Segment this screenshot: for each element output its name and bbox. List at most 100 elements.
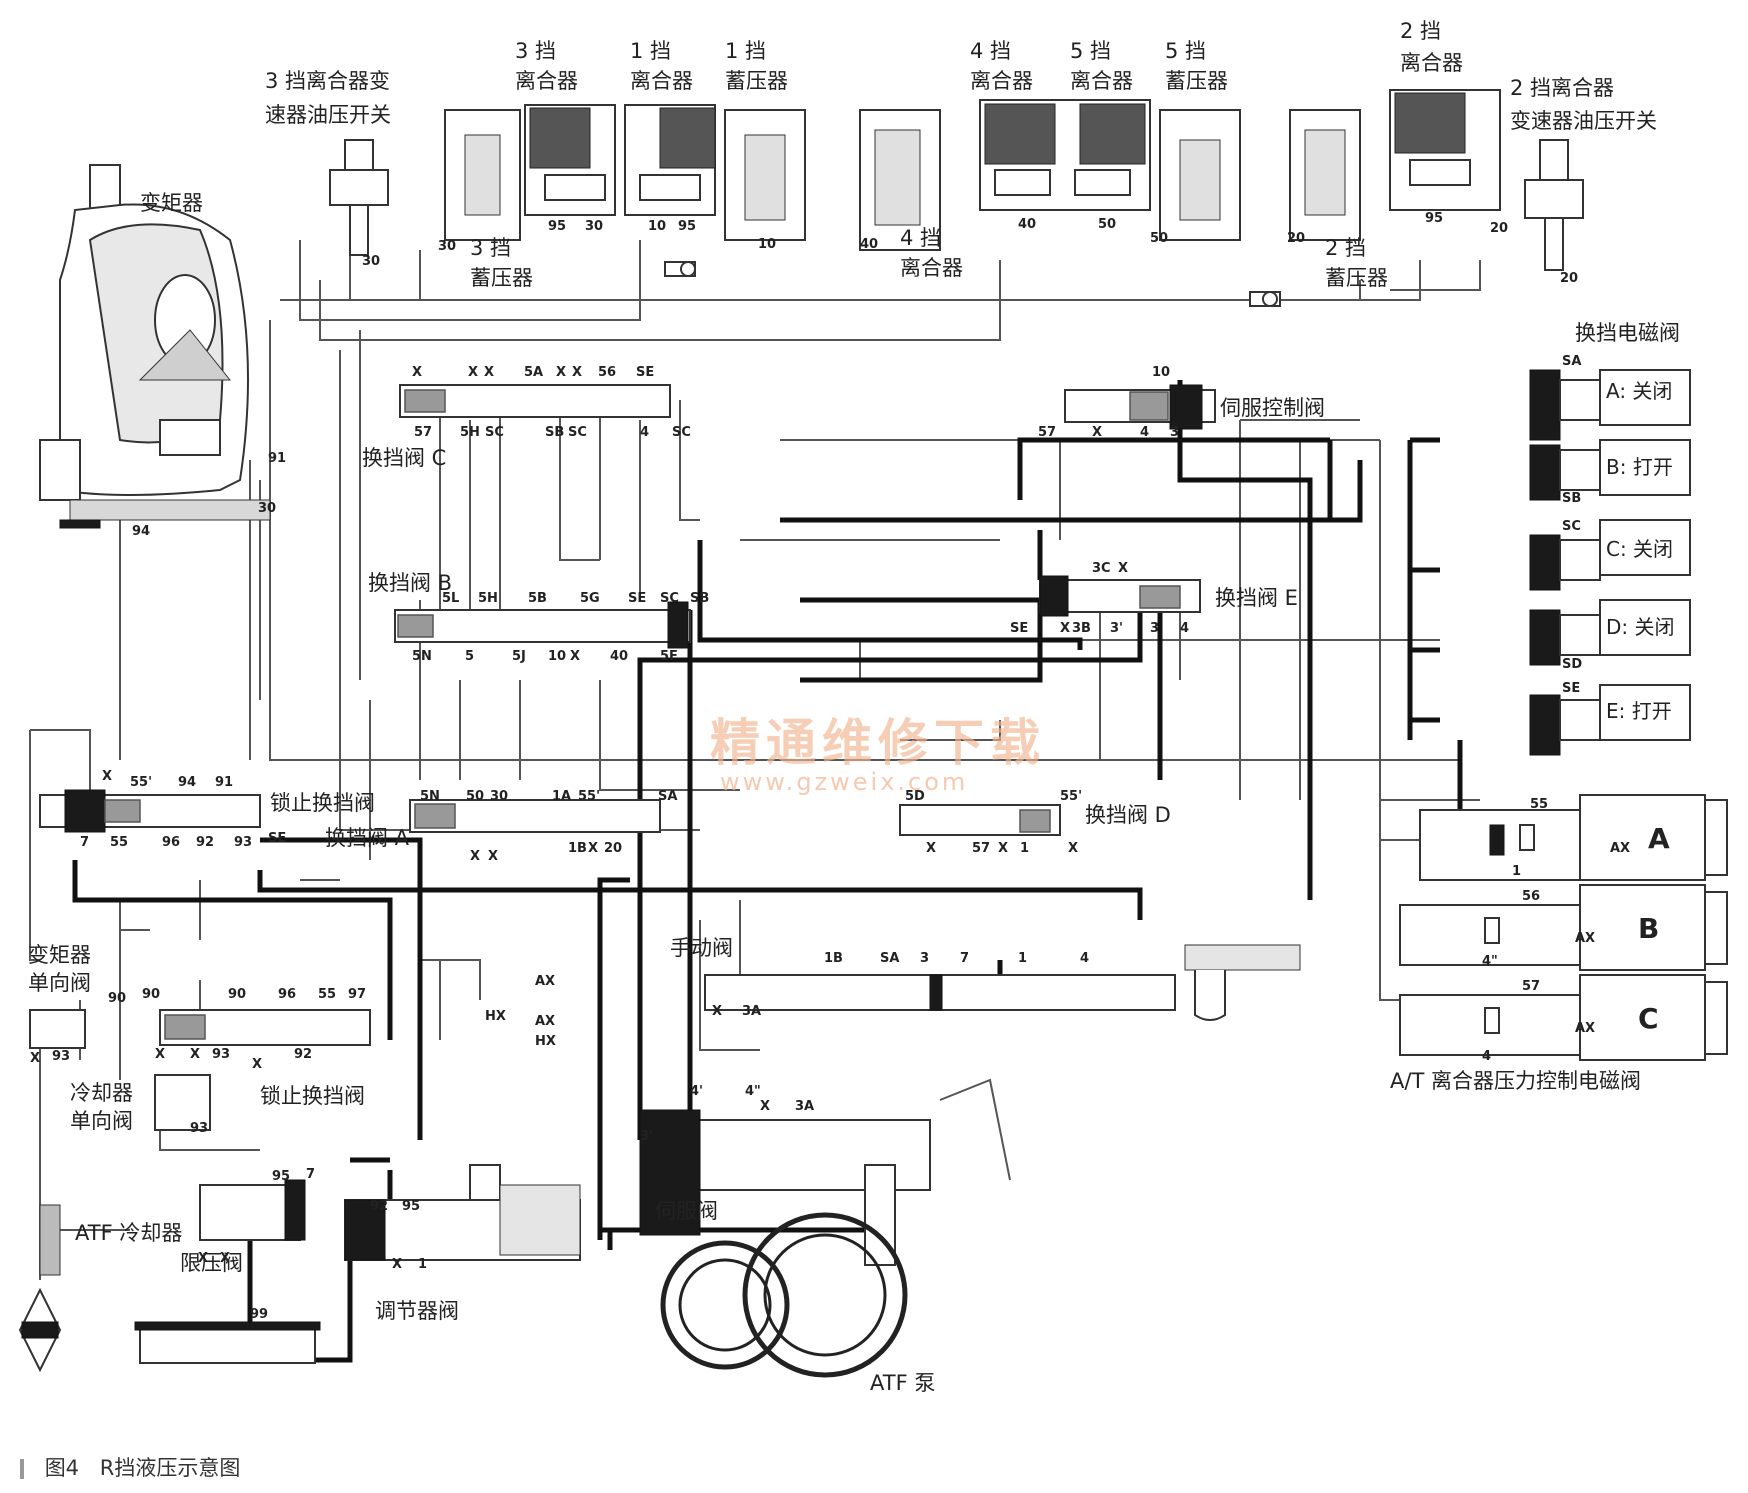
port-tag: 7 [306,1167,315,1182]
port-tag: SE [636,365,654,380]
pressure-solenoid-a-port: 55 [1530,797,1548,812]
port-tag: 5H [478,591,498,606]
port-tag: 5F [660,649,678,664]
relief-valve-label: 限压阀 [180,1251,243,1275]
port-tag: 1B [824,951,843,966]
port-tag: 92 [196,835,214,850]
port-tag: 3' [1110,621,1123,636]
port-tag: 20 [1287,231,1305,246]
port-tag: 40 [860,237,878,252]
lockup-shift-valve-top-body [39,789,261,833]
port-tag: 93 [212,1047,230,1062]
atf-cooler-body [18,1204,62,1373]
shift-solenoids-label: 换挡电磁阀 [1575,321,1680,345]
port-tag: 1 [418,1257,427,1272]
cooler-check-valve-body [154,1074,211,1131]
port-tag: X [155,1047,165,1062]
port-tag: X [198,1251,208,1266]
tc-check-valve-body [29,1009,86,1049]
pressure-switch-3 [329,139,389,256]
accumulator-2-label-line2: 蓄压器 [1325,266,1388,290]
servo-control-valve-body [1064,384,1216,430]
port-tag: 55' [578,789,600,804]
pressure-switch-3-label-line2: 速器油压开关 [265,103,391,127]
caption-bar [20,1459,24,1479]
port-tag: 90 [108,991,126,1006]
figure-caption: 图4 R挡液压示意图 [20,1452,240,1482]
port-tag: 5G [580,591,600,606]
clutch-5-label-line1: 5 挡 [1070,39,1111,63]
port-tag: 57 [972,841,990,856]
port-tag: X [1068,841,1078,856]
port-tag: 95 [402,1199,420,1214]
pressure-solenoid-c-ax: AX [1575,1021,1595,1036]
port-tag: 40 [610,649,628,664]
port-tag: 3' [640,1129,653,1144]
servo-valve-label: 伺服阀 [655,1199,718,1223]
shift-valve-a-label: 换挡阀 A [325,826,410,850]
relief-valve-body [199,1179,306,1241]
port-tag: 30 [362,254,380,269]
shift-valve-c-body [399,384,671,418]
port-tag: X [392,1257,402,1272]
figure-title: R挡液压示意图 [99,1456,241,1480]
port-tag: 5L [442,591,459,606]
port-tag: 5D [905,789,925,804]
port-tags: 30 30 95 30 10 95 10 40 40 50 50 20 95 2… [30,211,1578,1322]
port-tag: 3 [1170,425,1179,440]
port-tag: 3A [742,1004,761,1019]
pressure-solenoid-a [1419,794,1728,881]
clutch-3-label-line2: 离合器 [515,69,578,93]
port-tag: X [470,849,480,864]
port-tag: 5A [524,365,543,380]
clutch-5-label-line2: 离合器 [1070,69,1133,93]
accumulator-2-label-line1: 2 挡 [1325,236,1366,260]
port-tag: 7 [960,951,969,966]
port-tag: SE [628,591,646,606]
cooler-check-valve-label-line2: 单向阀 [70,1109,133,1133]
cooler-check-valve-label-line1: 冷却器 [70,1081,133,1105]
pressure-solenoid-a-ax: AX [1610,841,1630,856]
port-tag: 10 [1152,365,1170,380]
port-tag: X [1060,621,1070,636]
port-tag: SE [268,831,286,846]
port-tag: SB [545,425,564,440]
port-tag: SB [690,591,709,606]
port-tag: 7 [80,835,89,850]
port-tag: 10 [648,219,666,234]
port-tag: 50 [1098,217,1116,232]
watermark-cn: 精通维修下载 [710,714,1046,772]
port-tag: 4' [690,1084,703,1099]
top-components [444,89,1501,307]
shift-valve-b-label: 换挡阀 B [368,571,452,595]
servo-valve-body [639,1078,1011,1266]
clutch-4-label-line1: 4 挡 [970,39,1011,63]
port-tag: X [1118,561,1128,576]
clutch-1-label-line2: 离合器 [630,69,693,93]
shift-solenoid-states: A: 关闭 B: 打开 C: 关闭 D: 关闭 E: 打开 SA SB SC S… [1562,354,1675,723]
port-tag: AX [535,1014,555,1029]
port-tag: 30 [490,789,508,804]
lockup-shift-valve-label: 锁止换挡阀 [260,1084,365,1108]
port-tag: 30 [585,219,603,234]
pressure-solenoid-b-letter: B [1638,912,1659,945]
port-tag: X [102,769,112,784]
port-tag: X [30,1051,40,1066]
port-tag: SC [485,425,504,440]
port-tag: 4 [1180,621,1189,636]
accumulator-5-label-line1: 5 挡 [1165,39,1206,63]
tc-check-valve-label-line2: 单向阀 [28,971,91,995]
port-tag: AX [535,974,555,989]
clutch-2-label-line2: 离合器 [1400,51,1463,75]
port-tag: 93 [190,1121,208,1136]
port-tag: 10 [548,649,566,664]
port-tag: X [412,365,422,380]
regulator-valve-label: 调节器阀 [375,1299,459,1323]
clutch-2-label-line1: 2 挡 [1400,19,1441,43]
port-tag: 93 [234,835,252,850]
port-tag: 5B [528,591,547,606]
port-tag: 55' [1060,789,1082,804]
pressure-solenoid-c-letter: C [1638,1002,1659,1035]
port-tag: X [484,365,494,380]
